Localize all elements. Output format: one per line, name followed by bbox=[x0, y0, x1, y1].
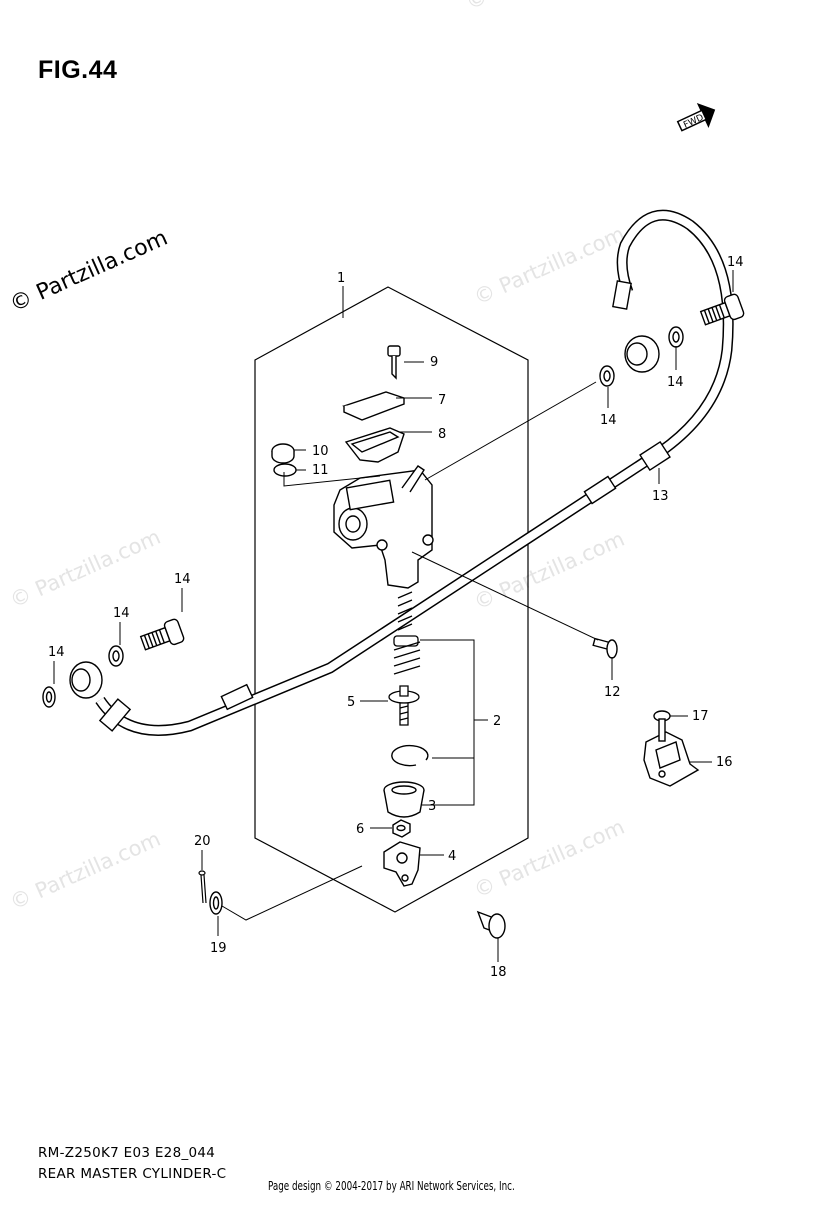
watermark: © Partzilla.com bbox=[6, 525, 164, 613]
callout-11: 11 bbox=[312, 463, 329, 478]
callout-15: 14 bbox=[667, 375, 684, 390]
callout-3: 3 bbox=[428, 799, 436, 814]
callout-14: 14 bbox=[727, 255, 744, 270]
banjo-fitting-left bbox=[69, 661, 103, 699]
watermark: © Partzilla.com bbox=[470, 222, 628, 310]
callout-15: 14 bbox=[113, 606, 130, 621]
push-rod bbox=[388, 685, 420, 726]
callouts: 1 9 7 8 10 11 14 14 14 13 14 14 14 14 12… bbox=[48, 255, 744, 956]
clevis-4 bbox=[383, 841, 421, 887]
boot-3 bbox=[383, 781, 425, 818]
callout-10: 10 bbox=[312, 444, 329, 459]
callout-8: 8 bbox=[438, 427, 446, 442]
clevis-pin-18 bbox=[476, 910, 506, 939]
banjo-bolts bbox=[139, 293, 745, 651]
callout-5: 5 bbox=[347, 695, 355, 710]
cotter-pin-20 bbox=[198, 870, 207, 904]
washer-19 bbox=[209, 891, 223, 915]
leader-lines bbox=[53, 270, 734, 962]
master-cylinder-body bbox=[333, 465, 434, 589]
model-code: RM-Z250K7 E03 E28_044 bbox=[38, 1145, 216, 1161]
washers bbox=[42, 326, 684, 708]
page-credit: Page design © 2004-2017 by ARI Network S… bbox=[268, 1178, 515, 1193]
callout-4: 4 bbox=[448, 849, 456, 864]
piston-spring bbox=[393, 591, 421, 675]
diaphragm bbox=[344, 427, 405, 463]
banjo-fitting-right bbox=[624, 335, 660, 373]
watermark: © Partzilla.com bbox=[470, 527, 628, 615]
callout-1: 1 bbox=[337, 271, 345, 286]
callout-13-label: 13 bbox=[652, 489, 669, 504]
circlip bbox=[391, 744, 429, 767]
callout-20: 20 bbox=[194, 834, 211, 849]
callout-7: 7 bbox=[438, 393, 446, 408]
plate-10 bbox=[271, 443, 295, 464]
figure-title: FIG.44 bbox=[38, 56, 118, 84]
reservoir-cap bbox=[342, 391, 407, 421]
fwd-label: FWD bbox=[682, 113, 705, 131]
watermark: © Partzilla.com bbox=[470, 815, 628, 903]
callout-15: 14 bbox=[600, 413, 617, 428]
o-ring-11 bbox=[273, 463, 297, 477]
callout-2: 2 bbox=[493, 714, 501, 729]
section-name: REAR MASTER CYLINDER-C bbox=[38, 1166, 227, 1182]
callout-17: 17 bbox=[692, 709, 709, 724]
watermark-main: © Partzilla.com bbox=[6, 226, 171, 318]
callout-14: 14 bbox=[174, 572, 191, 587]
assembly-outline bbox=[254, 286, 529, 913]
callout-15: 14 bbox=[48, 645, 65, 660]
callout-6: 6 bbox=[356, 822, 364, 837]
fwd-arrow-icon: FWD bbox=[676, 102, 716, 132]
watermark: © Partzilla.com bbox=[6, 827, 164, 915]
bracket-16 bbox=[643, 731, 700, 787]
callout-12: 12 bbox=[604, 685, 621, 700]
callout-18-label: 18 bbox=[490, 965, 507, 980]
bolt-12 bbox=[592, 637, 618, 659]
nut-6 bbox=[392, 819, 411, 838]
callouts-extra: 13 18 bbox=[490, 489, 669, 980]
callout-9: 9 bbox=[430, 355, 438, 370]
callout-16: 16 bbox=[716, 755, 733, 770]
callout-19: 19 bbox=[210, 941, 227, 956]
screw-9 bbox=[387, 345, 401, 380]
watermark: © Partzilla.com bbox=[462, 0, 620, 15]
